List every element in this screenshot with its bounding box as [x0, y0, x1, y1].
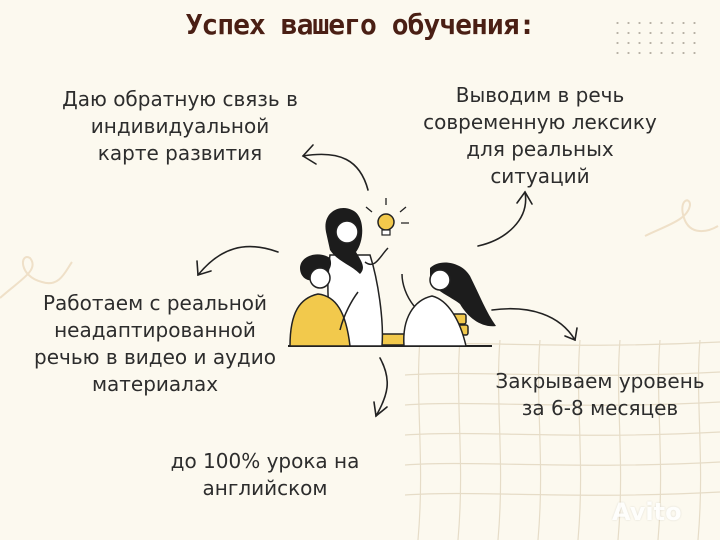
dot-grid-decoration: [612, 18, 696, 62]
benefit-level-duration: Закрываем уровень за 6-8 месяцев: [495, 369, 705, 420]
benefit-authentic-speech: Работаем с реальной неадаптированной реч…: [34, 291, 276, 396]
left-squiggle: [0, 256, 73, 299]
benefit-english-lesson: до 100% урока на английском: [170, 449, 360, 500]
arrows: [196, 144, 578, 418]
page-title: Успех вашего обучения:: [185, 8, 536, 41]
students-illustration: [288, 198, 496, 347]
right-squiggle: [644, 199, 719, 237]
benefit-vocabulary: Выводим в речь современную лексику для р…: [423, 83, 657, 188]
benefit-feedback: Даю обратную связь в индивидуальной карт…: [62, 87, 298, 165]
avito-watermark: Avito: [612, 498, 682, 526]
grid-sketch: [404, 339, 720, 540]
